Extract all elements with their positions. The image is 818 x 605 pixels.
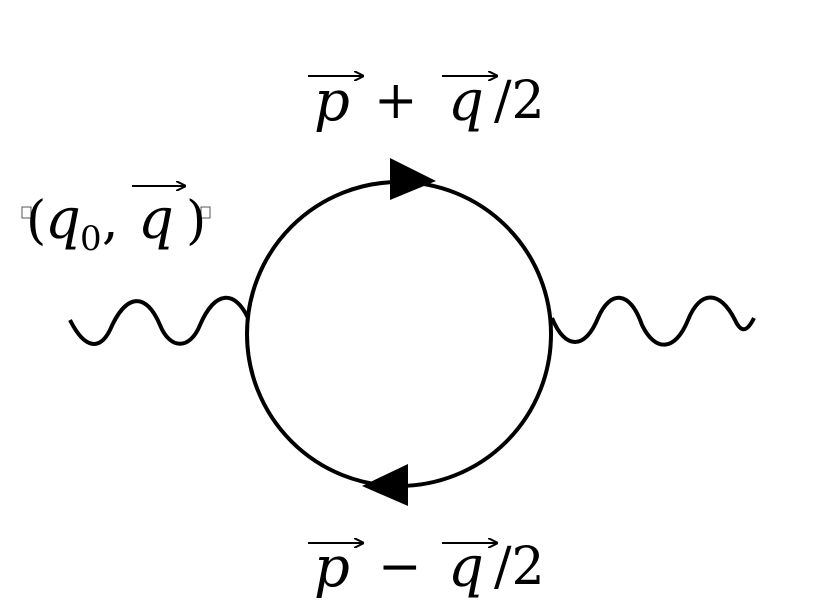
lower-divisor: /2 bbox=[494, 537, 545, 597]
external-open-paren: ( bbox=[26, 191, 46, 251]
upper-p-symbol: p bbox=[314, 69, 350, 134]
lower-momentum-label: p − q /2 bbox=[308, 535, 545, 600]
energy-symbol: q bbox=[45, 187, 81, 252]
left-photon-line bbox=[68, 295, 250, 346]
upper-momentum-label: p + q /2 bbox=[308, 69, 545, 134]
external-q-symbol: q bbox=[138, 187, 174, 252]
lower-minus-sign: − bbox=[378, 537, 422, 597]
fermion-loop bbox=[245, 180, 553, 488]
energy-subscript: 0 bbox=[80, 219, 102, 259]
right-selection-handle bbox=[200, 206, 211, 219]
upper-divisor: /2 bbox=[494, 71, 545, 131]
lower-q-symbol: q bbox=[448, 535, 484, 600]
lower-propagator-arrow bbox=[362, 464, 408, 506]
external-comma: , bbox=[102, 191, 119, 251]
upper-plus-sign: + bbox=[374, 71, 418, 131]
upper-q-symbol: q bbox=[448, 69, 484, 134]
external-momentum-label: ( q 0 , q ) bbox=[21, 186, 211, 259]
external-close-paren: ) bbox=[186, 191, 206, 251]
left-selection-handle bbox=[21, 206, 32, 219]
upper-propagator-arrow bbox=[390, 158, 436, 200]
lower-p-symbol: p bbox=[314, 535, 350, 600]
right-photon-line bbox=[550, 295, 756, 347]
